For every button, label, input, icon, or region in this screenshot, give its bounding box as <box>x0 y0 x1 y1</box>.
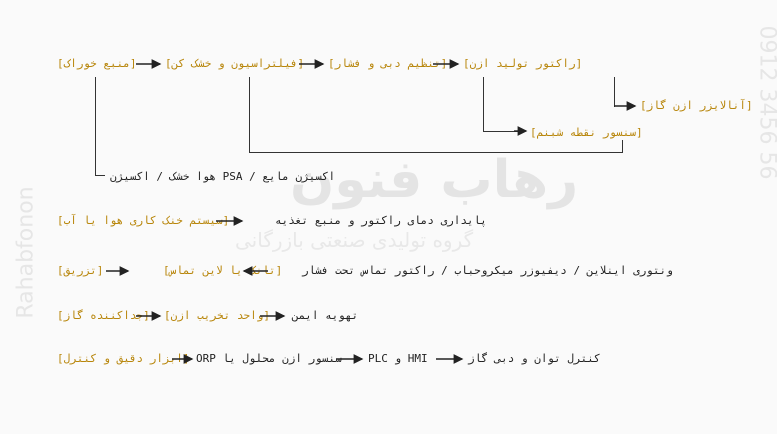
oxygen-source-label: اکسیژن مایع / PSA هوا خشک / اکسیژن <box>110 170 336 183</box>
safe-vent-label: تهویه ایمن <box>292 309 359 322</box>
contact-tank-box: [تانک یا لاین تماس] <box>163 264 283 277</box>
dissolved-ozone-sensor-label: سنسور ازن محلول یا ORP <box>196 352 342 365</box>
cooling-system-box: [سیستم خنک کاری هوا یا آب] <box>57 214 230 227</box>
injection-box: [تزریق] <box>57 264 104 277</box>
dew-point-box: [سنسور نقطه شبنم] <box>530 126 643 139</box>
watermark-tagline: گروه تولیدی صنعتی بازرگانی <box>235 228 474 252</box>
gas-separator-box: [جداکننده گاز] <box>57 309 150 322</box>
watermark-brand: رهاب فنون <box>290 150 579 210</box>
return-bottom-line <box>249 152 623 153</box>
flow-pressure-box: [تنظیم دبی و فشار] <box>328 57 448 70</box>
feed-source-box: [منبع خوراک] <box>57 57 137 70</box>
ozone-reactor-box: [راکتور تولید ازن] <box>463 57 583 70</box>
dew-branch-line <box>483 131 518 132</box>
power-flow-control-label: کنترل توان و دبی گاز <box>468 352 601 365</box>
filter-down-line <box>249 77 250 152</box>
instrumentation-box: [ابزار دقیق و کنترل] <box>57 352 190 365</box>
reactor-down-line <box>483 77 484 131</box>
filtration-box: [فیلتراسیون و خشک کن] <box>165 57 305 70</box>
stability-label: پایداری دمای راکتور و منبع تغذیه <box>275 214 487 227</box>
plc-hmi-label: PLC و HMI <box>368 352 428 365</box>
right-down-line <box>622 140 623 152</box>
analyzer-down-line <box>614 77 615 107</box>
gas-analyzer-box: [آنالایزر ازن گاز] <box>640 99 753 112</box>
feed-bottom-line <box>95 175 105 176</box>
ozone-destruct-box: [واحد تخریب ازن] <box>164 309 270 322</box>
venturi-label: ونتوری اینلاین / دیفیوزر میکروحباب / راک… <box>302 264 673 277</box>
feed-down-line <box>95 77 96 175</box>
